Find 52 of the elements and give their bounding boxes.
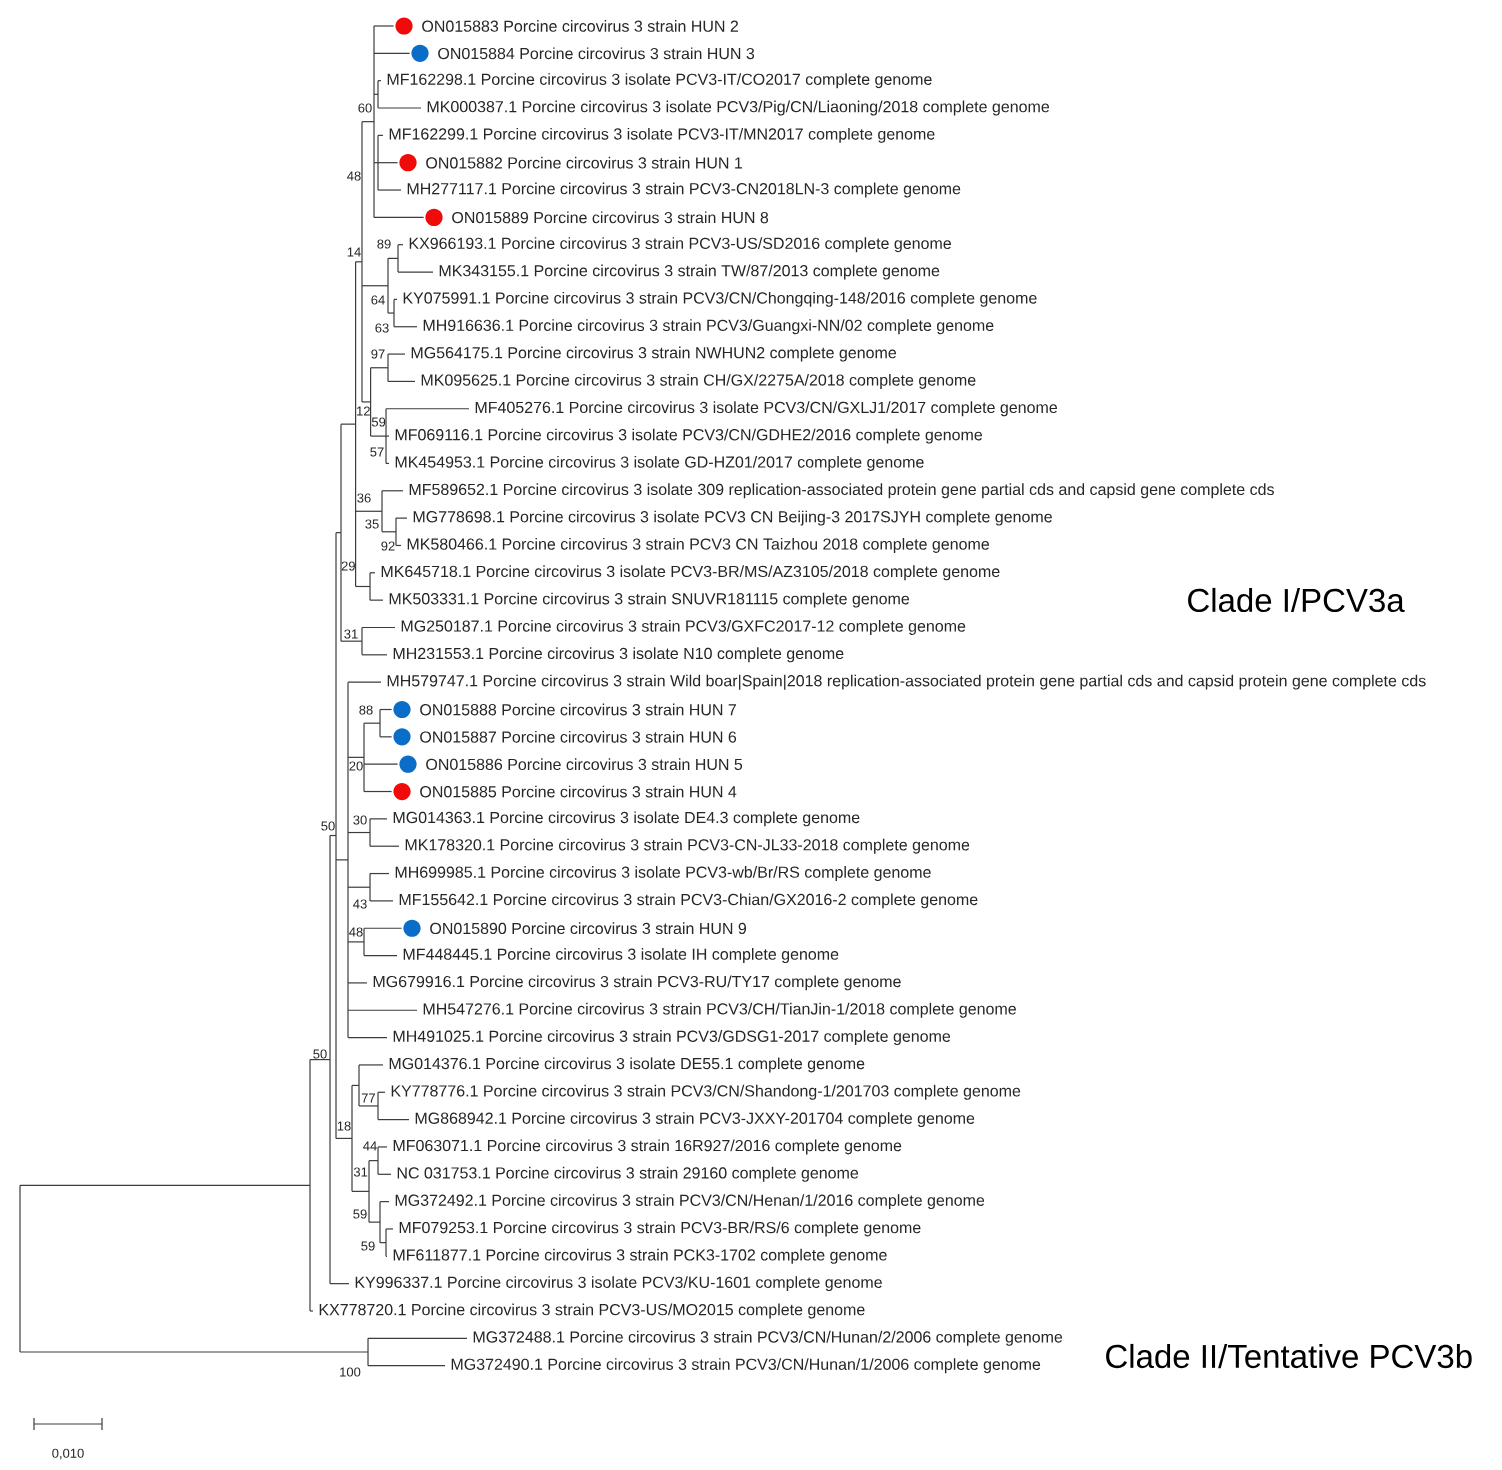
clade-label: Clade II/Tentative PCV3b — [1106, 1343, 1472, 1369]
leaf-label: ON015888 Porcine circovirus 3 strain HUN 7 — [420, 703, 736, 716]
leaf-label: ON015890 Porcine circovirus 3 strain HUN 9 — [430, 922, 747, 935]
leaf-label: KY778776.1 Porcine circovirus 3 strain PCV3/CN/Shandong-1/201703 complete genome — [391, 1084, 1021, 1100]
leaf-label: MF162299.1 Porcine circovirus 3 isolate PCV3-IT/MN2017 complete genome — [389, 127, 935, 143]
leaf-label: ON015882 Porcine circovirus 3 strain HUN 1 — [426, 156, 743, 169]
leaf-label: MG250187.1 Porcine circovirus 3 strain PCV3/GXFC2017-12 complete genome — [401, 620, 966, 635]
leaf-label: MG868942.1 Porcine circovirus 3 strain PCV3-JXXY-201704 complete genome — [415, 1112, 975, 1128]
leaf-label: MH579747.1 Porcine circovirus 3 strain Wild boar|Spain|2018 replication-associated protein gene partial cds and capsid protein gene complete cds — [387, 674, 1426, 690]
leaf-label: KX778720.1 Porcine circovirus 3 strain PCV3-US/MO2015 complete genome — [319, 1303, 865, 1319]
leaf-label: MH491025.1 Porcine circovirus 3 strain PCV3/GDSG1-2017 complete genome — [393, 1030, 951, 1046]
leaf-label: MK503331.1 Porcine circovirus 3 strain SNUVR181115 complete genome — [389, 592, 910, 608]
leaf-label: MH231553.1 Porcine circovirus 3 isolate N10 complete genome — [393, 647, 844, 663]
leaf-label: MK580466.1 Porcine circovirus 3 strain PCV3 CN Taizhou 2018 complete genome — [407, 538, 989, 553]
leaf-label: MG014376.1 Porcine circovirus 3 isolate DE55.1 complete genome — [389, 1057, 865, 1073]
leaf-label: MF448445.1 Porcine circovirus 3 isolate IH complete genome — [403, 948, 839, 964]
leaf-label: ON015883 Porcine circovirus 3 strain HUN 2 — [422, 20, 738, 32]
leaf-label: MG564175.1 Porcine circovirus 3 strain NWHUN2 complete genome — [411, 346, 897, 362]
leaf-label: MG372492.1 Porcine circovirus 3 strain PCV3/CN/Henan/1/2016 complete genome — [395, 1194, 985, 1210]
leaf-label: MH916636.1 Porcine circovirus 3 strain PCV3/Guangxi-NN/02 complete genome — [423, 319, 994, 335]
leaf-label: KX966193.1 Porcine circovirus 3 strain PCV3-US/SD2016 complete genome — [409, 237, 951, 253]
leaf-label: MF611877.1 Porcine circovirus 3 strain PCK3-1702 complete genome — [393, 1248, 887, 1264]
leaf-label: ON015886 Porcine circovirus 3 strain HUN 5 — [426, 758, 743, 771]
leaf-label: MF079253.1 Porcine circovirus 3 strain PCV3-BR/RS/6 complete genome — [399, 1221, 921, 1237]
leaf-label: ON015885 Porcine circovirus 3 strain HUN 4 — [420, 785, 737, 798]
leaf-label: MG778698.1 Porcine circovirus 3 isolate PCV3 CN Beijing-3 2017SJYH complete genome — [413, 510, 1052, 526]
leaf-label: MK178320.1 Porcine circovirus 3 strain PCV3-CN-JL33-2018 complete genome — [405, 838, 970, 854]
leaf-label: MH547276.1 Porcine circovirus 3 strain PCV3/CH/TianJin-1/2018 complete genome — [423, 1002, 1016, 1018]
leaf-label: MK343155.1 Porcine circovirus 3 strain TW/87/2013 complete genome — [439, 264, 940, 280]
leaf-label: MK645718.1 Porcine circovirus 3 isolate PCV3-BR/MS/AZ3105/2018 complete genome — [381, 565, 1000, 581]
leaf-label: MK095625.1 Porcine circovirus 3 strain CH/GX/2275A/2018 complete genome — [421, 373, 976, 389]
leaf-label: MH277117.1 Porcine circovirus 3 strain PCV3-CN2018LN-3 complete genome — [407, 182, 961, 198]
leaf-label: MH699985.1 Porcine circovirus 3 isolate PCV3-wb/Br/RS complete genome — [395, 866, 931, 881]
leaf-label: ON015887 Porcine circovirus 3 strain HUN 6 — [420, 730, 737, 743]
leaf-label: MF589652.1 Porcine circovirus 3 isolate 309 replication-associated protein gene partial cds and capsid gene complete cds — [409, 483, 1274, 499]
leaf-label: MK000387.1 Porcine circovirus 3 isolate PCV3/Pig/CN/Liaoning/2018 complete genome — [427, 100, 1050, 116]
leaf-label: MF069116.1 Porcine circovirus 3 isolate PCV3/CN/GDHE2/2016 complete genome — [395, 428, 983, 444]
leaf-label: KY996337.1 Porcine circovirus 3 isolate PCV3/KU-1601 complete genome — [355, 1276, 882, 1292]
leaf-label: MG679916.1 Porcine circovirus 3 strain PCV3-RU/TY17 complete genome — [373, 975, 901, 991]
leaf-label: MF063071.1 Porcine circovirus 3 strain 16R927/2016 complete genome — [393, 1139, 902, 1155]
leaf-label: MF405276.1 Porcine circovirus 3 isolate PCV3/CN/GXLJ1/2017 complete genome — [475, 401, 1057, 417]
leaf-label: ON015884 Porcine circovirus 3 strain HUN 3 — [438, 47, 755, 60]
leaf-label: MF162298.1 Porcine circovirus 3 isolate PCV3-IT/CO2017 complete genome — [387, 73, 932, 89]
leaf-label: MG014363.1 Porcine circovirus 3 isolate DE4.3 complete genome — [393, 811, 860, 827]
leaf-label: MG372490.1 Porcine circovirus 3 strain PCV3/CN/Hunan/1/2006 complete genome — [451, 1358, 1041, 1374]
leaf-label: MG372488.1 Porcine circovirus 3 strain PCV3/CN/Hunan/2/2006 complete genome — [473, 1330, 1063, 1346]
leaf-label: NC 031753.1 Porcine circovirus 3 strain 29160 complete genome — [397, 1166, 859, 1182]
leaf-label: MK454953.1 Porcine circovirus 3 isolate GD-HZ01/2017 complete genome — [395, 455, 924, 471]
clade-label: Clade I/PCV3a — [1188, 587, 1405, 613]
leaf-label: KY075991.1 Porcine circovirus 3 strain PCV3/CN/Chongqing-148/2016 complete genome — [403, 291, 1037, 307]
leaf-label: ON015889 Porcine circovirus 3 strain HUN 8 — [452, 211, 769, 224]
leaf-label: MF155642.1 Porcine circovirus 3 strain PCV3-Chian/GX2016-2 complete genome — [399, 893, 978, 909]
